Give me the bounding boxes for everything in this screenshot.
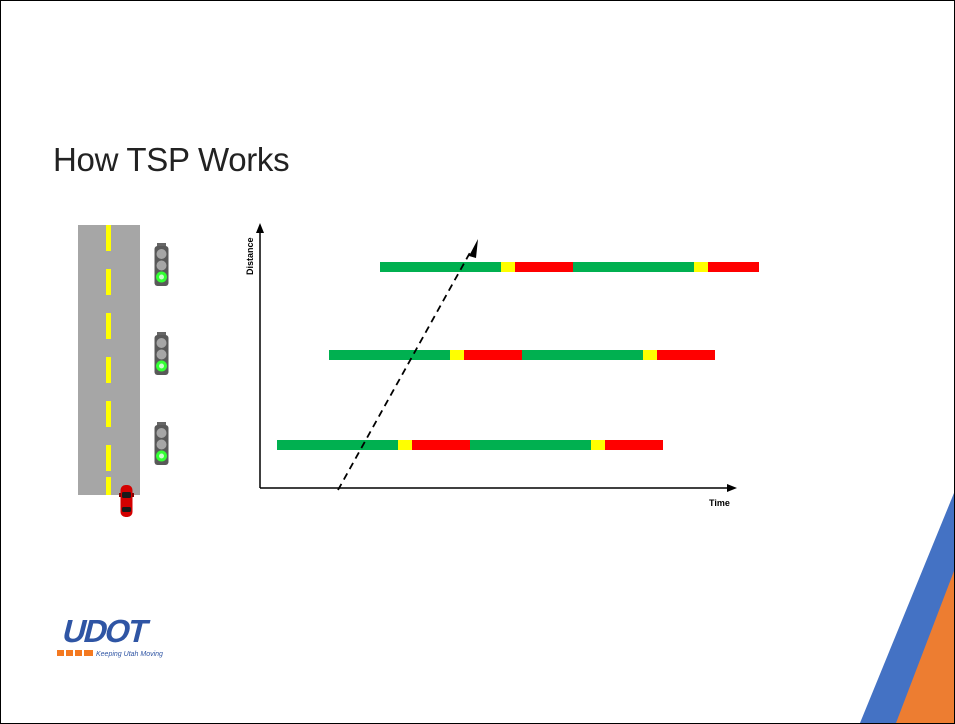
y-axis-label: Distance (245, 237, 255, 275)
yellow-phase (591, 440, 605, 450)
x-axis-arrow-icon (727, 484, 737, 492)
slide-title: How TSP Works (53, 141, 290, 178)
green-phase (522, 350, 643, 360)
signal-timeline-top (380, 262, 759, 272)
road (78, 225, 140, 495)
signal-timeline-middle (329, 350, 715, 360)
vehicle-trajectory (337, 248, 473, 491)
yellow-phase (398, 440, 412, 450)
green-phase (573, 262, 694, 272)
traffic-signal-icon (154, 243, 169, 286)
lane-dash (106, 401, 111, 427)
green-phase (470, 440, 591, 450)
green-phase (380, 262, 501, 272)
car-icon (119, 485, 134, 517)
lane-dash (106, 269, 111, 295)
red-phase (515, 262, 573, 272)
y-axis-arrow-icon (256, 223, 264, 233)
red-phase (412, 440, 470, 450)
logo-brand-text: UDOT (59, 613, 153, 648)
logo-tagline: Keeping Utah Moving (96, 651, 163, 658)
time-space-diagram: Distance Time (245, 223, 759, 508)
red-phase (657, 350, 715, 360)
trajectory-arrow-icon (469, 239, 478, 258)
lane-dash (106, 477, 111, 495)
lane-dash (106, 313, 111, 339)
yellow-phase (643, 350, 657, 360)
x-axis-label: Time (709, 498, 730, 508)
red-phase (708, 262, 759, 272)
yellow-phase (501, 262, 515, 272)
lane-dash (106, 445, 111, 471)
traffic-signal-icon (154, 332, 169, 375)
red-phase (605, 440, 663, 450)
red-phase (464, 350, 522, 360)
udot-logo: UDOT Keeping Utah Moving (57, 613, 163, 658)
green-phase (329, 350, 450, 360)
lane-dash (106, 357, 111, 383)
traffic-signal-icon (154, 422, 169, 465)
yellow-phase (694, 262, 708, 272)
corner-accent-shape (860, 493, 954, 723)
lane-dash (106, 225, 111, 251)
signal-timeline-bottom (277, 440, 663, 450)
green-phase (277, 440, 398, 450)
yellow-phase (450, 350, 464, 360)
